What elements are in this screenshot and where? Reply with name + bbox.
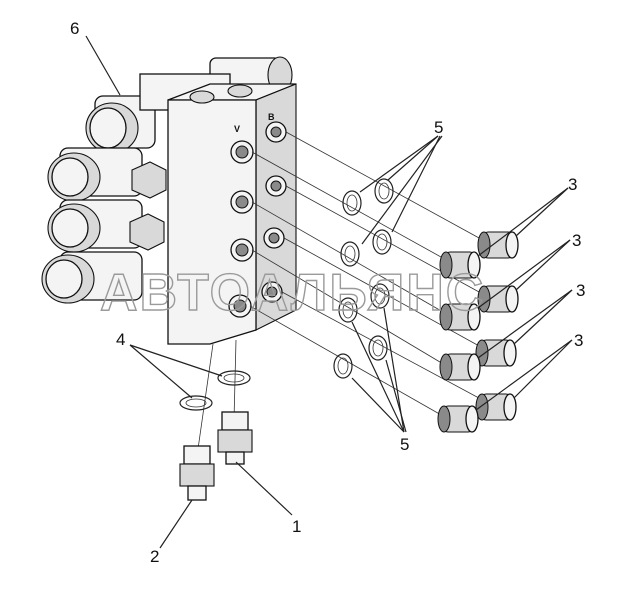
callout-6: 6 — [70, 19, 79, 38]
port-mark-v: V — [234, 124, 240, 134]
hex-socket-plug — [189, 90, 215, 104]
sealing-ring — [368, 335, 388, 361]
fitting — [475, 393, 517, 421]
solenoid-coil — [41, 251, 143, 304]
sealing-ring — [333, 353, 353, 379]
sealing-ring — [372, 229, 392, 255]
callout-3a: 3 — [568, 175, 577, 194]
port-mark-b: B — [268, 112, 275, 122]
washer — [217, 370, 251, 386]
callout-5-bottom: 5 — [400, 435, 409, 454]
callout-3c: 3 — [576, 281, 585, 300]
sealing-rings-5 — [333, 178, 394, 379]
callout-2: 2 — [150, 547, 159, 566]
valve-block-body: V B — [167, 83, 297, 345]
solenoid-coil — [47, 199, 143, 253]
sealing-ring — [374, 178, 394, 204]
watermark-text: АВТОАЛЬЯНС — [100, 264, 485, 322]
hex-nut — [129, 213, 165, 251]
washer — [179, 395, 213, 411]
callout-5-top: 5 — [434, 118, 443, 137]
hex-nut — [131, 161, 167, 199]
callout-4: 4 — [116, 330, 125, 349]
fittings-3 — [437, 231, 519, 433]
fitting — [439, 303, 481, 331]
washers-4 — [179, 370, 251, 411]
sealing-ring — [338, 297, 358, 323]
hex-socket-plug — [227, 84, 253, 98]
callout-leaders — [85, 35, 573, 549]
bottom-fitting-1 — [217, 411, 253, 465]
fitting — [439, 251, 481, 279]
fitting — [475, 339, 517, 367]
bottom-fitting-2 — [179, 445, 215, 501]
sealing-ring — [340, 241, 360, 267]
callout-labels: 1 2 3 3 3 3 4 5 5 6 — [70, 19, 585, 566]
fitting — [439, 353, 481, 381]
callout-1: 1 — [292, 517, 301, 536]
callout-3d: 3 — [574, 331, 583, 350]
solenoid-coil — [47, 147, 143, 202]
sealing-ring — [370, 283, 390, 309]
callout-3b: 3 — [572, 231, 581, 250]
fitting — [437, 405, 479, 433]
sealing-ring — [342, 190, 362, 216]
fitting — [477, 231, 519, 259]
solenoid-coils — [41, 95, 167, 304]
port-holes — [228, 121, 287, 318]
